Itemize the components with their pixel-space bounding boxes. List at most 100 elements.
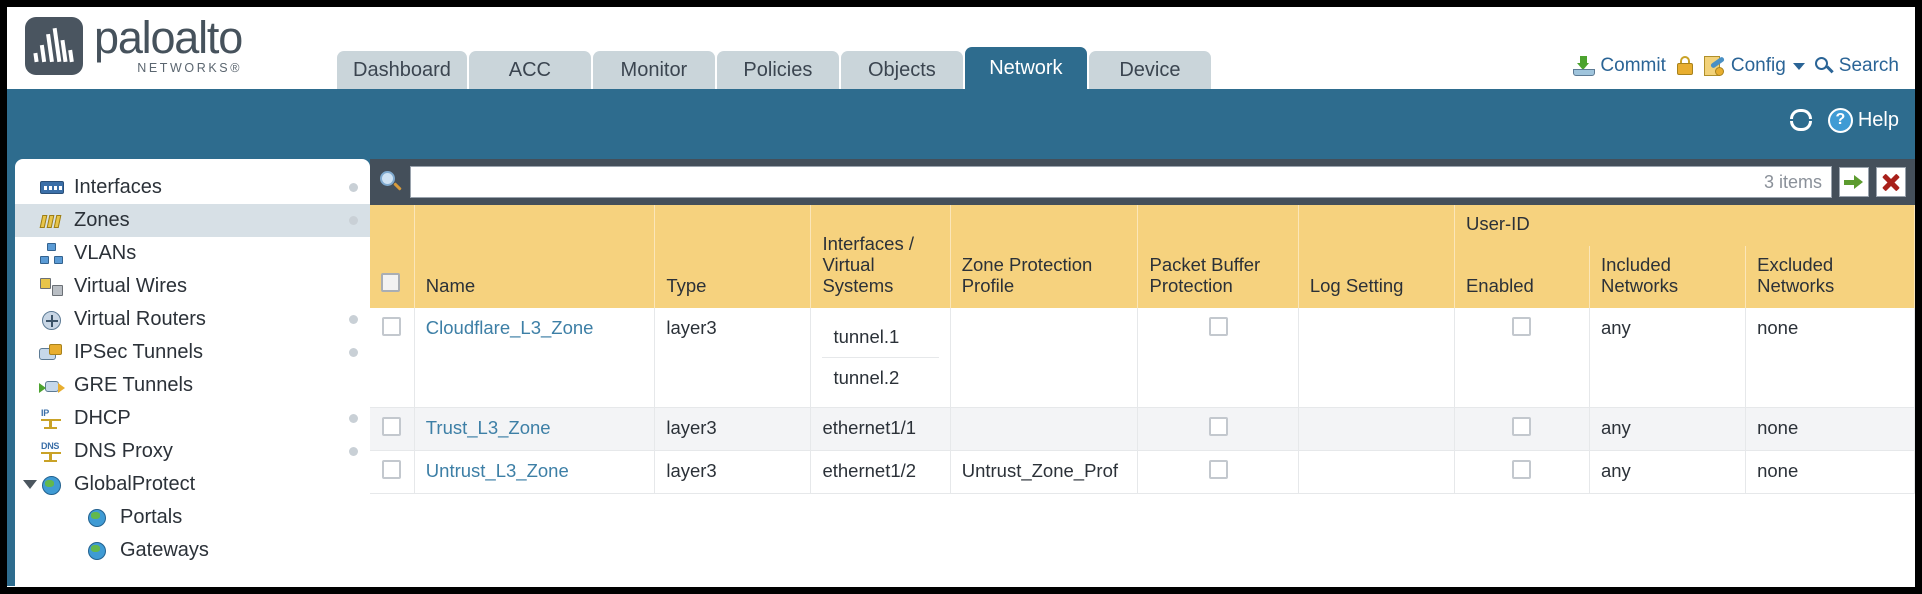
help-button[interactable]: ? Help xyxy=(1827,107,1899,133)
search-icon xyxy=(1814,56,1834,76)
zones-icon xyxy=(39,210,65,232)
userid-enabled-checkbox[interactable] xyxy=(1512,460,1532,480)
magnifier-icon[interactable] xyxy=(379,170,403,194)
sidebar-item-virtual-routers[interactable]: Virtual Routers xyxy=(15,303,370,336)
cell-userid-enabled xyxy=(1454,450,1590,495)
search-button[interactable]: Search xyxy=(1814,55,1899,77)
gateways-icon xyxy=(85,540,111,562)
sidebar-label: Gateways xyxy=(120,539,209,561)
sidebar-label: Zones xyxy=(74,209,130,231)
context-bar: ? Help xyxy=(7,89,1915,151)
column-header-included-networks[interactable]: Included Networks xyxy=(1589,246,1747,309)
cell-included-networks: any xyxy=(1589,308,1747,409)
tab-policies[interactable]: Policies xyxy=(716,51,839,89)
top-bar: paloalto NETWORKS® Dashboard ACC Monitor… xyxy=(7,7,1915,89)
cell-interfaces: tunnel.1 tunnel.2 xyxy=(810,308,951,409)
tab-device[interactable]: Device xyxy=(1088,51,1211,89)
cell-interfaces: ethernet1/1 xyxy=(810,407,951,452)
sidebar-item-globalprotect[interactable]: GlobalProtect xyxy=(15,468,370,501)
tab-acc[interactable]: ACC xyxy=(468,51,591,89)
search-field-wrapper: 3 items xyxy=(410,166,1832,198)
column-header-log-setting[interactable]: Log Setting xyxy=(1298,205,1455,309)
cell-log-setting xyxy=(1298,407,1455,452)
sidebar-label: GlobalProtect xyxy=(74,473,196,495)
cell-excluded-networks: none xyxy=(1745,450,1915,495)
cell-packet-buffer-protection xyxy=(1137,450,1299,495)
tab-dashboard[interactable]: Dashboard xyxy=(337,51,467,89)
sidebar-label: IPSec Tunnels xyxy=(74,341,203,363)
cell-name: Untrust_L3_Zone xyxy=(414,450,656,495)
close-icon xyxy=(1882,173,1900,192)
zone-name-link[interactable]: Untrust_L3_Zone xyxy=(425,460,569,482)
top-action-links: Commit Config Search xyxy=(1573,55,1915,89)
sidebar-item-vlans[interactable]: VLANs xyxy=(15,237,370,270)
row-checkbox[interactable] xyxy=(382,317,402,337)
cell-included-networks: any xyxy=(1589,407,1747,452)
sidebar-label: Virtual Wires xyxy=(74,275,187,297)
interface-entry: tunnel.1 xyxy=(822,317,939,359)
cell-log-setting xyxy=(1298,308,1455,409)
commit-icon xyxy=(1573,56,1596,76)
sidebar-item-interfaces[interactable]: Interfaces xyxy=(15,171,370,204)
clear-filter-button[interactable] xyxy=(1876,167,1906,197)
expander-triangle-icon[interactable] xyxy=(23,480,37,489)
globalprotect-icon xyxy=(39,474,65,496)
interface-entry: tunnel.2 xyxy=(833,367,900,389)
sidebar-item-gre-tunnels[interactable]: GRE Tunnels xyxy=(15,369,370,402)
row-checkbox[interactable] xyxy=(382,417,402,437)
cell-userid-enabled xyxy=(1454,308,1590,409)
cell-userid-enabled xyxy=(1454,407,1590,452)
packet-buffer-protection-checkbox[interactable] xyxy=(1208,460,1228,480)
sidebar-item-gateways[interactable]: Gateways xyxy=(15,534,370,567)
column-header-type[interactable]: Type xyxy=(654,205,812,309)
userid-enabled-checkbox[interactable] xyxy=(1512,317,1532,337)
status-dot xyxy=(349,414,358,423)
cell-zone-protection-profile xyxy=(950,407,1139,452)
zone-name-link[interactable]: Trust_L3_Zone xyxy=(425,417,551,439)
sidebar-label: VLANs xyxy=(74,242,137,264)
sidebar-item-zones[interactable]: Zones xyxy=(15,204,370,237)
portals-icon xyxy=(85,507,111,529)
tab-objects[interactable]: Objects xyxy=(840,51,963,89)
row-select-cell xyxy=(370,308,415,409)
virtual-wires-icon xyxy=(39,276,65,298)
commit-button[interactable]: Commit xyxy=(1573,55,1666,77)
sidebar-item-dns-proxy[interactable]: DNS DNS Proxy xyxy=(15,435,370,468)
search-label: Search xyxy=(1838,55,1899,76)
tab-monitor[interactable]: Monitor xyxy=(592,51,715,89)
cell-log-setting xyxy=(1298,450,1455,495)
cell-zone-protection-profile xyxy=(950,308,1139,409)
column-header-packet-buffer-protection[interactable]: Packet Buffer Protection xyxy=(1137,205,1299,309)
select-all-header xyxy=(370,205,415,309)
lock-button[interactable] xyxy=(1676,56,1694,76)
sidebar-label: GRE Tunnels xyxy=(74,374,193,396)
userid-enabled-checkbox[interactable] xyxy=(1512,417,1532,437)
column-header-name[interactable]: Name xyxy=(414,205,656,309)
sidebar-item-virtual-wires[interactable]: Virtual Wires xyxy=(15,270,370,303)
zone-name-link[interactable]: Cloudflare_L3_Zone xyxy=(425,317,594,339)
brand-logo: paloalto NETWORKS® xyxy=(7,15,243,89)
column-header-excluded-networks[interactable]: Excluded Networks xyxy=(1745,246,1915,309)
refresh-icon[interactable] xyxy=(1789,108,1815,132)
search-input[interactable] xyxy=(420,168,1764,196)
vlans-icon xyxy=(39,242,65,265)
table-row[interactable]: Cloudflare_L3_Zone layer3 tunnel.1 tunne… xyxy=(370,308,1915,409)
column-header-zone-protection-profile[interactable]: Zone Protection Profile xyxy=(950,205,1139,309)
sidebar-item-ipsec-tunnels[interactable]: IPSec Tunnels xyxy=(15,336,370,369)
table-row[interactable]: Trust_L3_Zone layer3 ethernet1/1 xyxy=(370,407,1915,452)
table-row[interactable]: Untrust_L3_Zone layer3 ethernet1/2 Untru… xyxy=(370,450,1915,495)
column-header-interfaces[interactable]: Interfaces / Virtual Systems xyxy=(810,205,951,309)
sidebar-item-dhcp[interactable]: IP DHCP xyxy=(15,402,370,435)
select-all-checkbox[interactable] xyxy=(381,273,400,293)
virtual-routers-icon xyxy=(39,309,65,331)
row-checkbox[interactable] xyxy=(382,460,402,480)
status-dot xyxy=(349,315,358,324)
packet-buffer-protection-checkbox[interactable] xyxy=(1208,417,1228,437)
chevron-down-icon xyxy=(1792,62,1805,70)
sidebar-item-portals[interactable]: Portals xyxy=(15,501,370,534)
config-menu[interactable]: Config xyxy=(1703,55,1805,77)
apply-filter-button[interactable] xyxy=(1839,167,1869,197)
column-header-enabled[interactable]: Enabled xyxy=(1454,246,1590,309)
packet-buffer-protection-checkbox[interactable] xyxy=(1208,317,1228,337)
tab-network[interactable]: Network xyxy=(964,47,1087,89)
